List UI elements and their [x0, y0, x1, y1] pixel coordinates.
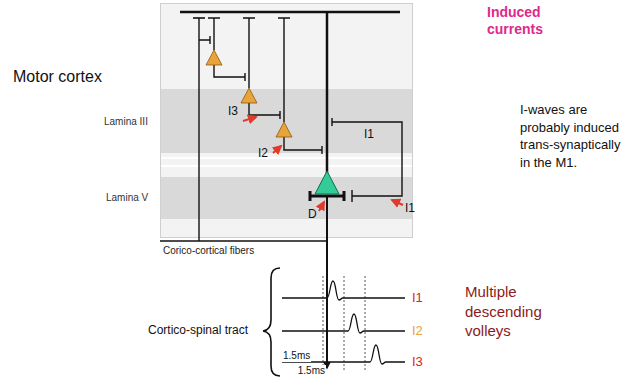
dendrite: [243, 18, 255, 88]
corticospinal-axon: [326, 196, 328, 368]
current-arrow: [319, 202, 324, 211]
current-label: I3: [228, 104, 238, 118]
corticocortical-fiber: [198, 18, 199, 241]
axon: [284, 137, 322, 154]
volley-trace: [282, 281, 405, 300]
dendrite: [208, 18, 220, 50]
section-heading: Induced currents: [487, 4, 577, 38]
current-arrow: [392, 200, 403, 205]
volley-trace: [282, 345, 405, 364]
timing-line: [323, 276, 324, 372]
pyramidal-neuron: [315, 171, 339, 194]
current-arrow: [243, 117, 256, 121]
lamina-name: Lamina III: [104, 116, 148, 128]
brace: [263, 268, 280, 376]
volley-trace: [282, 314, 405, 333]
timing-line: [365, 276, 366, 372]
apical-dendrite: [326, 12, 329, 173]
current-label: D: [308, 207, 317, 221]
tract-label: Cortico-spinal tract: [148, 323, 248, 337]
interneuron-triangle: [206, 50, 222, 65]
afferent-fiber: [332, 118, 402, 202]
synapse-bar: [199, 36, 210, 44]
wave-label: I2: [412, 323, 423, 339]
dendrite: [278, 18, 290, 122]
current-label: I1: [364, 127, 374, 141]
lamina-name: Lamina V: [106, 192, 148, 204]
interneuron-triangle: [276, 122, 292, 137]
interval-label: 1.5ms: [282, 350, 311, 362]
interval-label: 1.5ms: [297, 365, 326, 377]
wave-label: I3: [412, 354, 423, 370]
wave-label: I1: [412, 290, 423, 306]
current-arrow: [273, 146, 281, 153]
region-heading: Motor cortex: [13, 67, 102, 86]
interneuron-triangle: [241, 88, 257, 103]
fiber-label: Corico-cortical fibers: [163, 245, 254, 257]
timing-line: [344, 276, 345, 372]
layer-one-fiber: [180, 11, 400, 14]
current-label: I1: [405, 201, 415, 215]
corticocortical-fiber: [160, 240, 327, 241]
volley-note: Multiple descending volleys: [465, 282, 575, 341]
note-text: I-waves are probably induced trans-synap…: [520, 101, 632, 171]
axon: [214, 65, 245, 81]
cortex-box: Lamina IIILamina VMotor cortex: [160, 3, 413, 238]
current-label: I2: [258, 146, 268, 160]
axon: [249, 103, 280, 119]
synapse-bar: [193, 17, 205, 19]
